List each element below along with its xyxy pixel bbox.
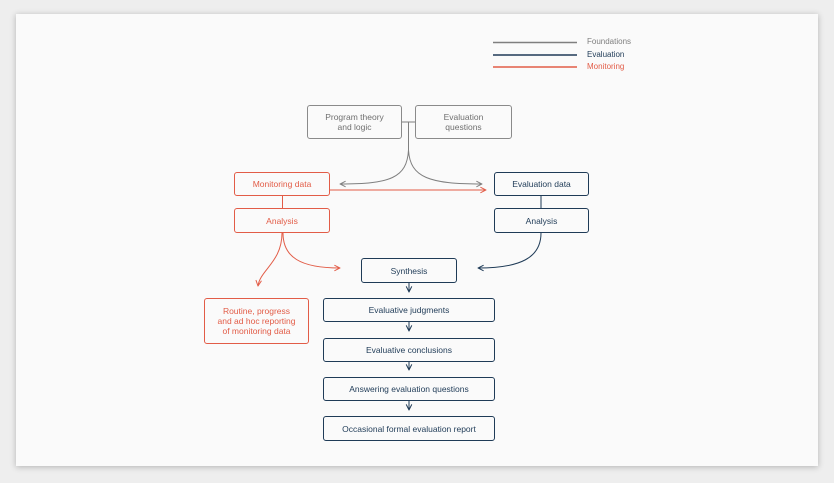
node-monitoring-data-label: Monitoring data <box>252 179 312 189</box>
node-evaluation-questions: Evaluation questions <box>415 105 512 139</box>
node-evaluative-conclusions: Evaluative conclusions <box>323 338 495 362</box>
monitoring-connectors <box>258 190 486 286</box>
node-evaluation-data-label: Evaluation data <box>512 179 571 189</box>
node-formal-report: Occasional formal evaluation report <box>323 416 495 441</box>
node-evaluative-judgments: Evaluative judgments <box>323 298 495 322</box>
node-evaluative-judgments-label: Evaluative judgments <box>368 305 450 315</box>
node-evaluative-conclusions-label: Evaluative conclusions <box>366 345 452 355</box>
node-synthesis: Synthesis <box>361 258 457 283</box>
foundations-connector <box>340 121 482 184</box>
node-routine-reporting: Routine, progress and ad hoc reporting o… <box>204 298 309 344</box>
node-answering-questions-label: Answering evaluation questions <box>349 384 469 394</box>
node-evaluation-questions-label: Evaluation questions <box>443 112 484 132</box>
evaluation-connectors <box>409 196 542 410</box>
node-evaluation-analysis: Analysis <box>494 208 589 233</box>
node-answering-questions: Answering evaluation questions <box>323 377 495 401</box>
node-formal-report-label: Occasional formal evaluation report <box>342 423 476 434</box>
legend-label-evaluation: Evaluation <box>587 50 625 59</box>
legend-label-foundations: Foundations <box>587 37 632 46</box>
node-monitoring-analysis-label: Analysis <box>266 215 298 226</box>
node-routine-reporting-label: Routine, progress and ad hoc reporting o… <box>217 306 296 336</box>
node-program-theory: Program theory and logic <box>307 105 402 139</box>
node-monitoring-analysis: Analysis <box>234 208 330 233</box>
node-program-theory-label: Program theory and logic <box>325 112 384 132</box>
node-evaluation-analysis-label: Analysis <box>525 215 558 226</box>
node-evaluation-data: Evaluation data <box>494 172 589 196</box>
node-synthesis-label: Synthesis <box>390 265 428 276</box>
legend-label-monitoring: Monitoring <box>587 62 625 71</box>
node-monitoring-data: Monitoring data <box>234 172 330 196</box>
